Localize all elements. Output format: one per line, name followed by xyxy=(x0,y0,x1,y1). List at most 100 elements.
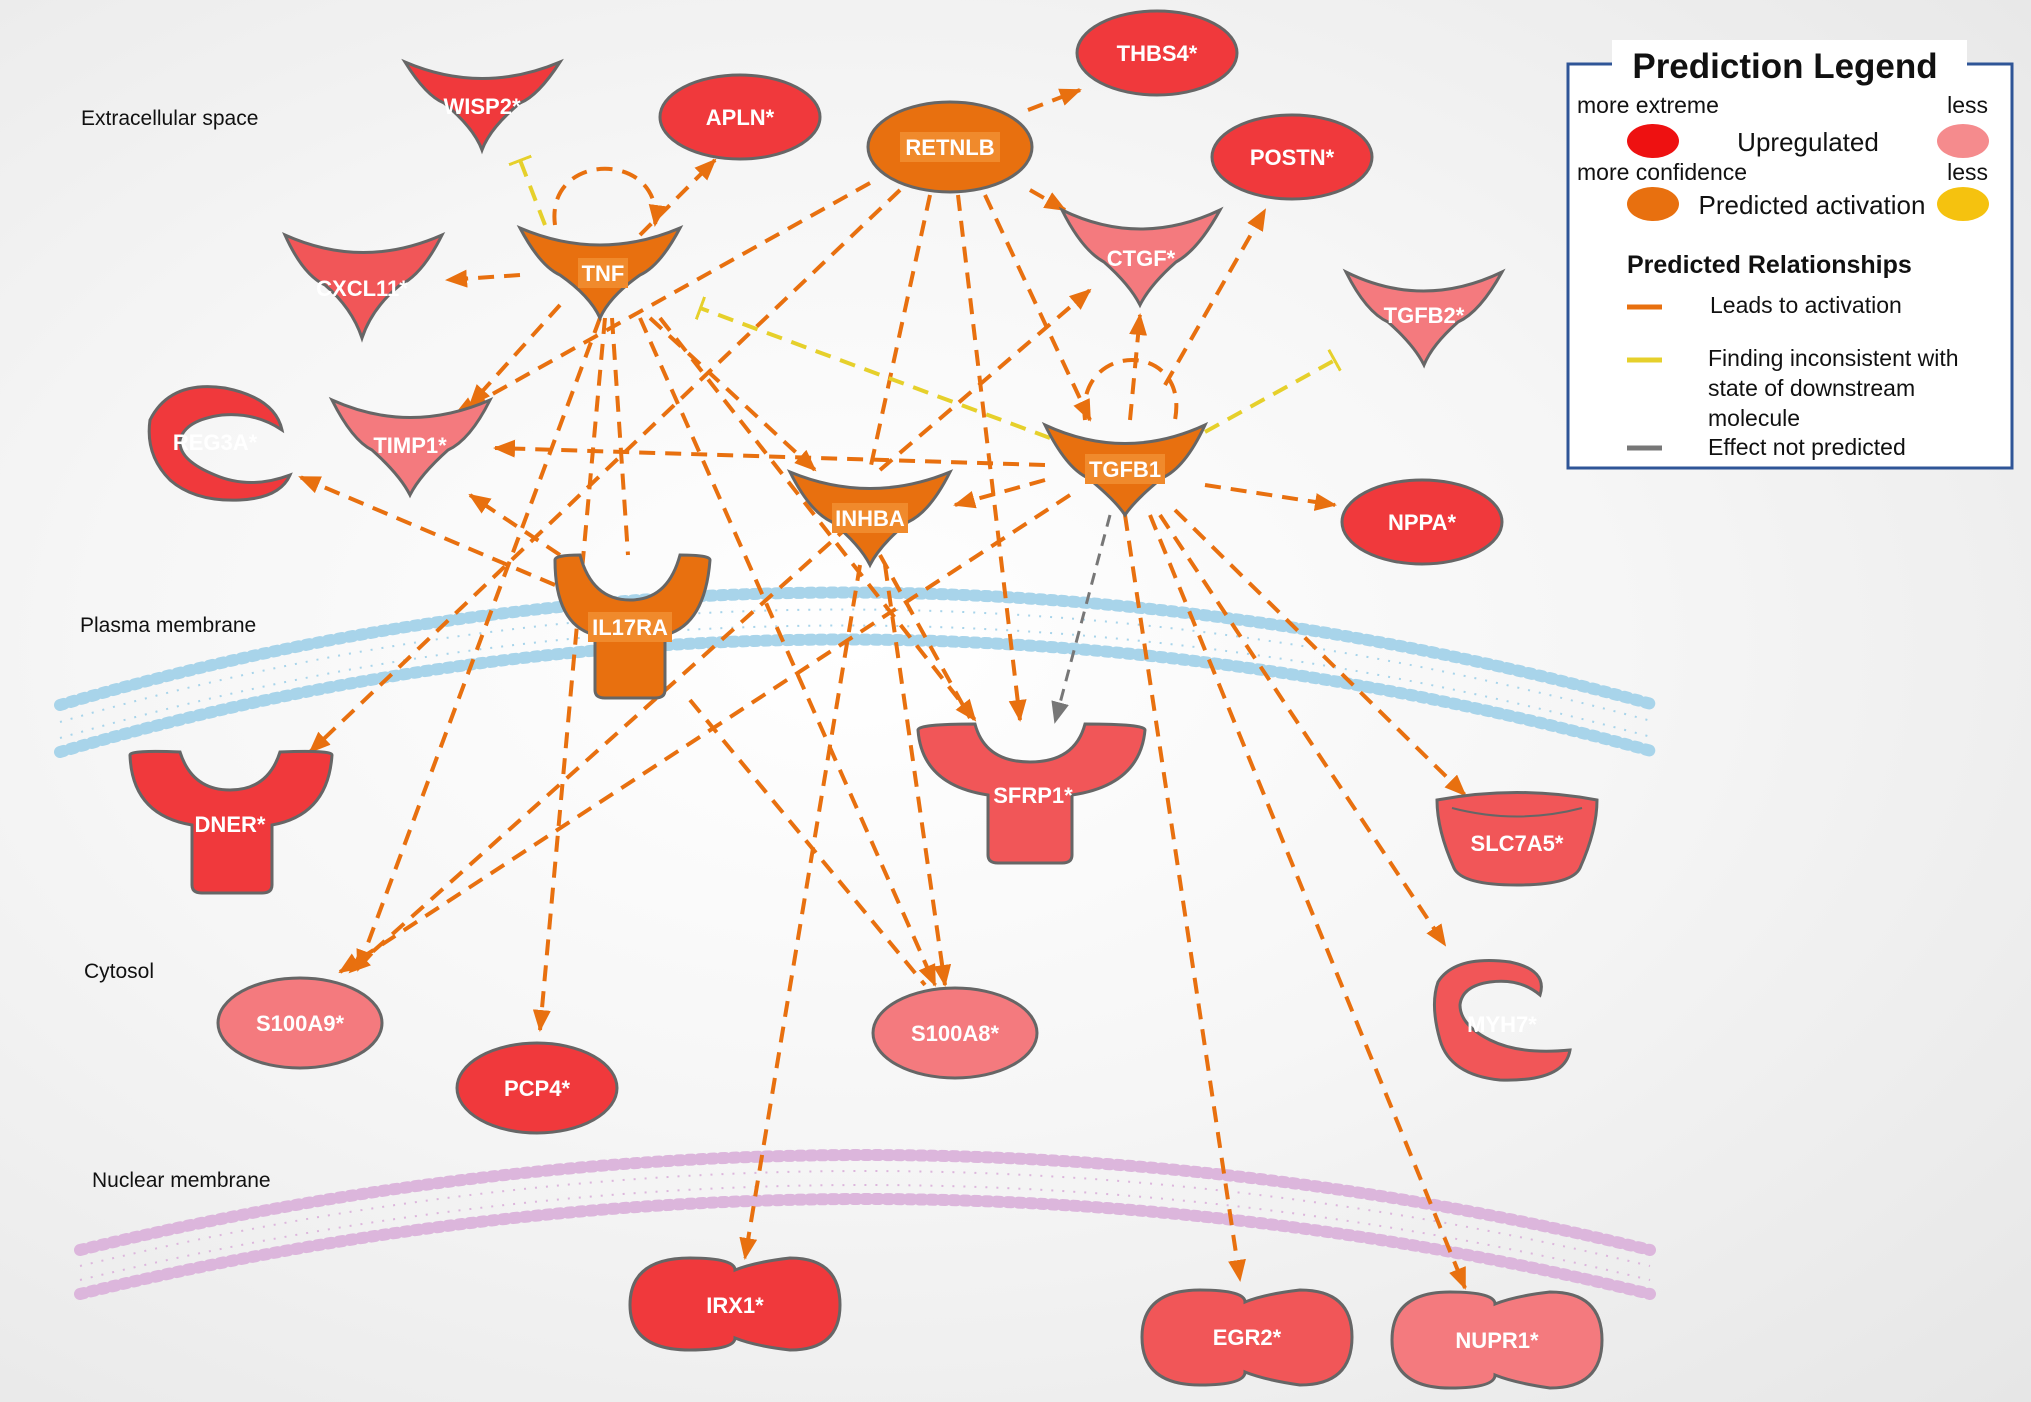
edge-retnlb-tgfb1 xyxy=(983,194,1092,422)
node-label-tnf: TNF xyxy=(582,261,625,286)
node-il17ra[interactable]: IL17RA xyxy=(553,553,712,700)
edge-tnf-self xyxy=(552,166,667,227)
edge-inconsistent-tgfb1-tgfb2 xyxy=(1204,349,1342,434)
node-dner[interactable]: DNER* xyxy=(128,749,334,895)
node-wisp2[interactable]: WISP2* xyxy=(401,58,564,155)
node-timp1[interactable]: TIMP1* xyxy=(328,396,494,499)
legend-inconsistent-2: state of downstream xyxy=(1708,375,1915,401)
edge-tgfb1-self xyxy=(1082,358,1179,421)
legend-inconsistent-3: molecule xyxy=(1708,405,1800,431)
legend-more-confidence: more confidence xyxy=(1577,159,1747,185)
edge-retnlb-thbs4 xyxy=(1027,88,1082,112)
legend-swatch-activation-yellow xyxy=(1937,187,1989,221)
compartment-label-plasma-membrane: Plasma membrane xyxy=(80,614,256,637)
legend-less-1: less xyxy=(1947,92,1988,118)
node-label-reg3a: REG3A* xyxy=(173,430,258,455)
edge-tnf-sfrp1 xyxy=(658,316,977,722)
node-label-s100a8: S100A8* xyxy=(911,1021,1000,1046)
edge-tgfb1-myh7 xyxy=(1158,513,1447,947)
node-label-il17ra: IL17RA xyxy=(592,615,668,640)
node-label-dner: DNER* xyxy=(195,812,266,837)
node-label-egr2: EGR2* xyxy=(1213,1325,1282,1350)
node-apln[interactable]: APLN* xyxy=(658,73,822,161)
node-label-nupr1: NUPR1* xyxy=(1455,1328,1539,1353)
node-label-ctgf: CTGF* xyxy=(1107,246,1176,271)
edge-inhba-s100a9 xyxy=(348,523,852,974)
node-label-thbs4: THBS4* xyxy=(1117,41,1198,66)
node-tgfb1[interactable]: TGFB1 xyxy=(1041,421,1209,518)
plasma-membrane xyxy=(54,586,1661,758)
node-label-s100a9: S100A9* xyxy=(256,1011,345,1036)
edge-tnf-apln xyxy=(638,158,717,237)
node-label-tgfb2: TGFB2* xyxy=(1384,303,1465,328)
legend-swatch-upregulated-strong xyxy=(1627,124,1679,158)
node-pcp4[interactable]: PCP4* xyxy=(455,1041,619,1135)
node-label-inhba: INHBA xyxy=(835,506,905,531)
node-ctgf[interactable]: CTGF* xyxy=(1058,206,1224,309)
node-tgfb2[interactable]: TGFB2* xyxy=(1342,268,1506,369)
node-irx1[interactable]: IRX1* xyxy=(628,1256,842,1352)
legend-not-predicted: Effect not predicted xyxy=(1708,434,1906,460)
node-label-timp1: TIMP1* xyxy=(373,433,447,458)
edge-inhba-sfrp1 xyxy=(878,554,972,719)
node-egr2[interactable]: EGR2* xyxy=(1140,1288,1354,1387)
edge-retnlb-ctgf xyxy=(1029,188,1067,212)
node-sfrp1[interactable]: SFRP1* xyxy=(916,722,1147,865)
legend-predicted-activation: Predicted activation xyxy=(1699,190,1926,220)
edge-tgfb1-nppa xyxy=(1204,483,1337,511)
edge-inconsistent-tgfb1-tnf xyxy=(694,296,1051,440)
node-label-apln: APLN* xyxy=(706,105,775,130)
edge-tgfb1-slc7a5 xyxy=(1173,508,1467,797)
node-slc7a5[interactable]: SLC7A5* xyxy=(1435,791,1599,887)
edge-inconsistent-tnf-wisp2 xyxy=(508,154,547,226)
edge-tgfb1-timp1 xyxy=(493,439,1046,467)
node-myh7[interactable]: MYH7* xyxy=(1433,959,1572,1082)
node-reg3a[interactable]: REG3A* xyxy=(147,385,293,502)
edge-il17ra-s100a8 xyxy=(688,698,927,987)
edge-retnlb-timp1 xyxy=(453,181,871,417)
edge-tgfb1-ctgf xyxy=(1128,313,1148,421)
node-nppa[interactable]: NPPA* xyxy=(1340,478,1504,566)
legend-less-2: less xyxy=(1947,159,1988,185)
edge-tnf-s100a8 xyxy=(638,317,937,987)
compartment-label-extracellular: Extracellular space xyxy=(81,107,258,130)
node-label-myh7: MYH7* xyxy=(1467,1012,1537,1037)
edge-inhba-irx1 xyxy=(739,564,862,1260)
node-thbs4[interactable]: THBS4* xyxy=(1075,9,1239,97)
node-label-cxcl11: CXCL11* xyxy=(316,276,408,301)
prediction-legend: Prediction Legend more extreme less Upre… xyxy=(1566,40,2014,470)
node-label-tgfb1: TGFB1 xyxy=(1089,457,1161,482)
legend-title: Prediction Legend xyxy=(1632,47,1937,86)
compartment-label-cytosol: Cytosol xyxy=(84,960,154,983)
node-label-wisp2: WISP2* xyxy=(443,94,520,119)
node-s100a9[interactable]: S100A9* xyxy=(216,976,384,1070)
edge-tnf-timp1 xyxy=(468,303,562,407)
edge-tnf-cxcl11 xyxy=(445,269,521,288)
legend-swatch-activation-orange xyxy=(1627,187,1679,221)
edge-tgfb1-s100a9 xyxy=(338,493,1072,974)
node-postn[interactable]: POSTN* xyxy=(1210,113,1374,201)
edge-tnf-il17ra xyxy=(610,317,630,556)
node-s100a8[interactable]: S100A8* xyxy=(871,986,1039,1080)
node-retnlb[interactable]: RETNLB xyxy=(866,100,1034,194)
node-label-pcp4: PCP4* xyxy=(504,1076,570,1101)
edge-tnf-s100a9 xyxy=(356,317,602,972)
nuclear-membrane xyxy=(74,1149,1656,1300)
node-label-retnlb: RETNLB xyxy=(905,135,994,160)
edges xyxy=(298,88,1467,1290)
legend-relationships-title: Predicted Relationships xyxy=(1627,251,1912,279)
edge-il17ra-reg3a xyxy=(298,475,556,587)
edge-inhba-ctgf xyxy=(878,288,1092,472)
node-label-postn: POSTN* xyxy=(1250,145,1335,170)
node-nupr1[interactable]: NUPR1* xyxy=(1390,1290,1604,1390)
legend-swatch-upregulated-light xyxy=(1937,124,1989,158)
node-tnf[interactable]: TNF xyxy=(516,224,684,322)
node-cxcl11[interactable]: CXCL11* xyxy=(282,231,446,343)
edge-tgfb1-sfrp1 xyxy=(1051,514,1112,724)
edge-tnf-pcp4 xyxy=(532,317,607,1032)
legend-leads-to-activation: Leads to activation xyxy=(1710,292,1902,318)
edge-tgfb1-postn xyxy=(1163,208,1267,386)
node-label-nppa: NPPA* xyxy=(1388,510,1456,535)
node-label-sfrp1: SFRP1* xyxy=(993,783,1073,808)
node-inhba[interactable]: INHBA xyxy=(786,469,954,569)
